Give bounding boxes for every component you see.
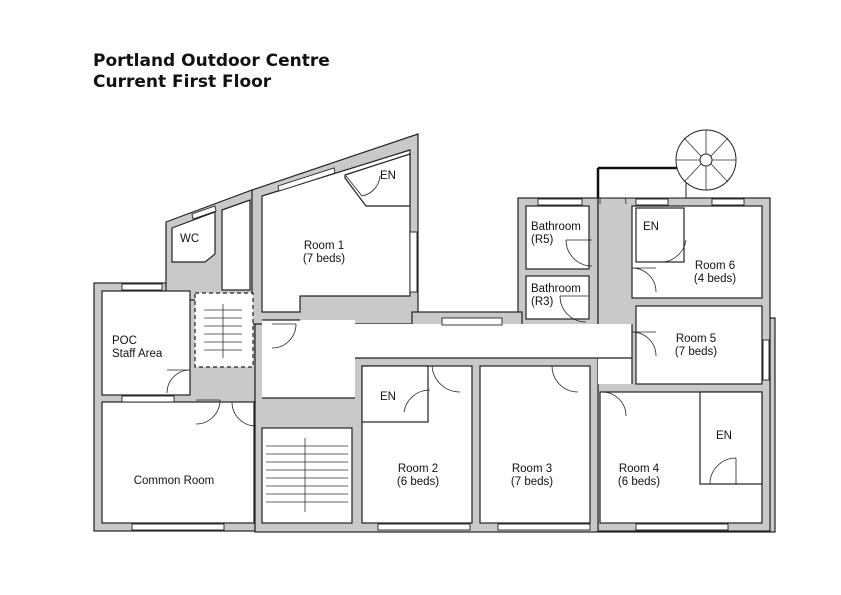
label-room1-name: Room 1 — [304, 240, 344, 252]
label-bath-r3-name: Bathroom — [531, 283, 581, 295]
label-room4-name: Room 4 — [619, 463, 660, 475]
label-en-room2: EN — [380, 391, 396, 403]
label-room4-beds: (6 beds) — [618, 476, 660, 488]
room-interiors — [101, 149, 763, 524]
label-room3-name: Room 3 — [512, 463, 552, 475]
label-common-room: Common Room — [134, 475, 215, 487]
label-poc-line1: POC — [112, 335, 137, 347]
balcony — [596, 166, 687, 199]
stairs-lower — [266, 438, 348, 512]
label-room5-name: Room 5 — [676, 333, 716, 345]
corridor — [262, 319, 633, 399]
windows — [121, 167, 770, 531]
label-en-room6: EN — [643, 221, 659, 233]
label-room2-beds: (6 beds) — [397, 476, 439, 488]
room-labels: WC Room 1 (7 beds) EN Bathroom (R5) Bath… — [112, 170, 736, 488]
label-wc: WC — [180, 233, 199, 245]
label-room3-beds: (7 beds) — [511, 476, 553, 488]
label-room5-beds: (7 beds) — [675, 346, 717, 358]
label-room6-beds: (4 beds) — [694, 273, 736, 285]
label-bath-r5-name: Bathroom — [531, 221, 581, 233]
label-bath-r3-code: (R3) — [531, 296, 554, 308]
label-room2-name: Room 2 — [398, 463, 438, 475]
label-room6-name: Room 6 — [695, 260, 735, 272]
label-en-room1: EN — [380, 170, 396, 182]
stairs-upper — [204, 304, 242, 358]
label-room1-beds: (7 beds) — [303, 253, 345, 265]
spiral-staircase — [675, 129, 737, 191]
plan-subtitle: Current First Floor — [93, 72, 272, 92]
plan-title: Portland Outdoor Centre — [93, 51, 330, 71]
label-en-room4: EN — [716, 430, 732, 442]
label-poc-line2: Staff Area — [112, 348, 163, 360]
label-bath-r5-code: (R5) — [531, 234, 554, 246]
door-swings — [166, 175, 737, 485]
